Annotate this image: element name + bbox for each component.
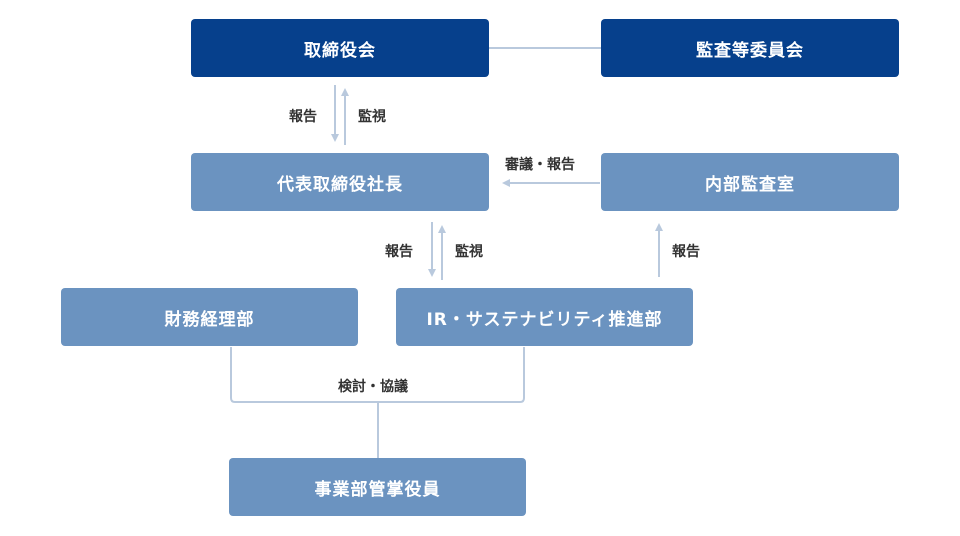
internal-audit-label: 内部監査室 (705, 174, 795, 195)
label-report-to-president: 報告 (385, 244, 413, 260)
ir-sustainability-label: IR・サステナビリティ推進部 (426, 309, 663, 330)
business-officers-label: 事業部管掌役員 (314, 479, 441, 500)
internal-audit-box: 内部監査室 (601, 153, 899, 211)
ir-sustainability-box: IR・サステナビリティ推進部 (396, 288, 693, 346)
label-discussion: 検討・協議 (338, 379, 408, 395)
label-monitor-president: 監視 (358, 109, 386, 125)
label-report-to-audit: 報告 (672, 244, 700, 260)
finance-box: 財務経理部 (61, 288, 358, 346)
president-label: 代表取締役社長 (277, 174, 403, 195)
business-officers-box: 事業部管掌役員 (229, 458, 526, 516)
board-of-directors-box: 取締役会 (191, 19, 489, 77)
label-monitor-ir: 監視 (455, 244, 483, 260)
audit-committee-label: 監査等委員会 (696, 40, 804, 61)
label-report-to-board: 報告 (289, 109, 317, 125)
finance-label: 財務経理部 (164, 309, 255, 330)
president-box: 代表取締役社長 (191, 153, 489, 211)
board-of-directors-label: 取締役会 (304, 40, 376, 61)
label-audit-to-president: 審議・報告 (505, 157, 575, 173)
audit-committee-box: 監査等委員会 (601, 19, 899, 77)
